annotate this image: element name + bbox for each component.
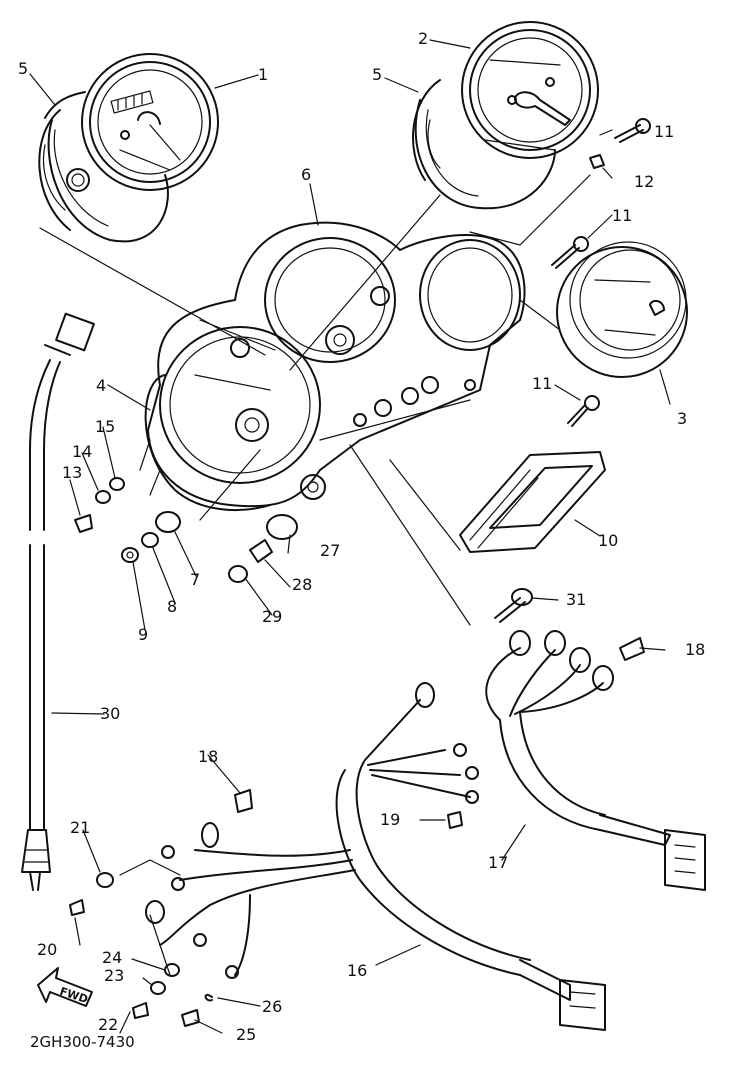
callout-9: 9 — [138, 625, 148, 644]
fwd-direction-arrow: FWD — [37, 967, 93, 1007]
callout-18b: 18 — [198, 747, 218, 766]
part-3-gauge — [556, 241, 688, 378]
callout-5a: 5 — [18, 59, 28, 78]
callout-11a: 11 — [654, 122, 674, 141]
callout-5b: 5 — [372, 65, 382, 84]
callout-29: 29 — [262, 607, 282, 626]
fwd-arrow-label: FWD — [58, 985, 89, 1006]
callout-14: 14 — [72, 442, 92, 461]
callout-12: 12 — [634, 172, 654, 191]
callout-3: 3 — [677, 409, 687, 428]
callout-numbers: 1 2 3 4 5 5 6 7 8 9 10 11 11 11 12 13 14… — [18, 29, 705, 1044]
part-17-harness — [485, 630, 706, 891]
part-5-cover-right — [412, 79, 441, 181]
callout-15: 15 — [95, 417, 115, 436]
callout-17: 17 — [488, 853, 508, 872]
callout-18a: 18 — [685, 640, 705, 659]
callout-11b: 11 — [612, 206, 632, 225]
callout-10: 10 — [598, 531, 618, 550]
callout-28: 28 — [292, 575, 312, 594]
callout-7: 7 — [190, 570, 200, 589]
small-parts — [74, 477, 298, 583]
callout-22: 22 — [98, 1015, 118, 1034]
part-5-cover-left — [38, 109, 71, 231]
callout-24: 24 — [102, 948, 122, 967]
callout-21: 21 — [70, 818, 90, 837]
part-1-speedometer — [44, 53, 219, 243]
part-2-tachometer — [414, 21, 599, 210]
callout-16: 16 — [347, 961, 367, 980]
bolts — [494, 118, 651, 623]
callout-25: 25 — [236, 1025, 256, 1044]
callout-20: 20 — [37, 940, 57, 959]
callout-19: 19 — [380, 810, 400, 829]
callout-31: 31 — [566, 590, 586, 609]
callout-23: 23 — [104, 966, 124, 985]
part-30-speedometer-cable — [21, 312, 95, 891]
leader-lines — [29, 39, 671, 1034]
small-hardware — [69, 872, 213, 1027]
part-10-indicator-panel — [459, 451, 606, 553]
callout-1: 1 — [258, 65, 268, 84]
callout-30: 30 — [100, 704, 120, 723]
diagram-code: 2GH300-7430 — [30, 1033, 135, 1051]
callout-4: 4 — [96, 376, 106, 395]
callout-6: 6 — [301, 165, 311, 184]
callout-2: 2 — [418, 29, 428, 48]
callout-26: 26 — [262, 997, 282, 1016]
callout-27: 27 — [320, 541, 340, 560]
callout-13: 13 — [62, 463, 82, 482]
part-6-meter-case — [147, 221, 526, 508]
part-16-main-harness — [145, 682, 606, 1031]
callout-8: 8 — [167, 597, 177, 616]
callout-11c: 11 — [532, 374, 552, 393]
